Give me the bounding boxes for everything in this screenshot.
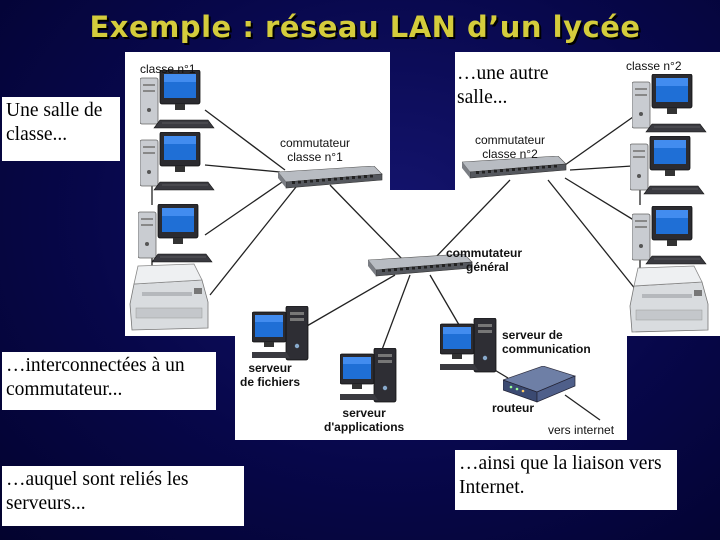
application-server-label: serveur d'applications bbox=[324, 406, 404, 434]
link-switch2-main bbox=[434, 179, 511, 259]
printer-icon bbox=[129, 263, 209, 331]
application-server-icon bbox=[340, 348, 397, 403]
link-pc3-switch1 bbox=[204, 179, 286, 236]
communication-server-label-line1: serveur de bbox=[502, 328, 563, 342]
link-router-internet bbox=[564, 394, 601, 421]
file-server-label-line2: de fichiers bbox=[240, 375, 301, 389]
link-main-fileserver bbox=[299, 274, 396, 331]
room1-label: classe n°1 bbox=[140, 62, 196, 76]
switch1-label: commutateur classe n°1 bbox=[280, 136, 350, 164]
switch2-label-line2: classe n°2 bbox=[482, 147, 538, 161]
file-server-label-line1: serveur bbox=[248, 361, 292, 375]
link-pc2-switch1 bbox=[204, 164, 281, 173]
router-icon bbox=[503, 366, 576, 403]
caption-servers: …auquel sont reliés les serveurs... bbox=[2, 466, 244, 526]
computer-icon bbox=[140, 70, 215, 129]
file-server-icon bbox=[252, 306, 309, 361]
caption-internet: …ainsi que la liaison vers Internet. bbox=[455, 450, 677, 510]
link-printer1-switch1 bbox=[209, 181, 301, 296]
slide-title: Exemple : réseau LAN d’un lycée bbox=[89, 10, 641, 44]
central-panel-top bbox=[380, 190, 460, 250]
caption-room1: Une salle de classe... bbox=[2, 97, 120, 161]
switch1-label-line1: commutateur bbox=[280, 136, 351, 150]
application-server-label-line2: d'applications bbox=[324, 420, 405, 434]
main-switch-label: commutateur général bbox=[446, 246, 522, 274]
caption-interconnect: …interconnectées à un commutateur... bbox=[2, 352, 216, 410]
computer-icon bbox=[630, 136, 705, 195]
link-printer2-switch2 bbox=[547, 179, 641, 296]
switch2-label-line1: commutateur bbox=[475, 133, 546, 147]
switch-icon bbox=[278, 166, 383, 189]
communication-server-label-line2: communication bbox=[502, 342, 591, 356]
router-label: routeur bbox=[492, 401, 534, 415]
link-switch1-main bbox=[329, 184, 406, 263]
switch1-label-line2: classe n°1 bbox=[287, 150, 343, 164]
computer-icon bbox=[632, 206, 707, 265]
caption-room2: …une autre salle... bbox=[457, 63, 549, 108]
internet-label: vers internet bbox=[548, 423, 615, 437]
printer-icon bbox=[629, 265, 709, 333]
computer-icon bbox=[138, 204, 213, 263]
computer-icon bbox=[632, 74, 707, 133]
main-switch-label-line2: général bbox=[466, 260, 509, 274]
main-switch-label-line1: commutateur bbox=[446, 246, 523, 260]
file-server-label: serveur de fichiers bbox=[240, 361, 300, 389]
communication-server-label: serveur de communication bbox=[502, 328, 591, 356]
application-server-label-line1: serveur bbox=[342, 406, 386, 420]
communication-server-icon bbox=[440, 318, 497, 373]
link-main-appserver bbox=[379, 274, 411, 356]
room2-label: classe n°2 bbox=[626, 59, 682, 73]
link-pc1-switch1 bbox=[204, 109, 286, 171]
switch2-label: commutateur classe n°2 bbox=[475, 133, 545, 161]
computer-icon bbox=[140, 132, 215, 191]
link-main-commserver bbox=[429, 274, 463, 331]
